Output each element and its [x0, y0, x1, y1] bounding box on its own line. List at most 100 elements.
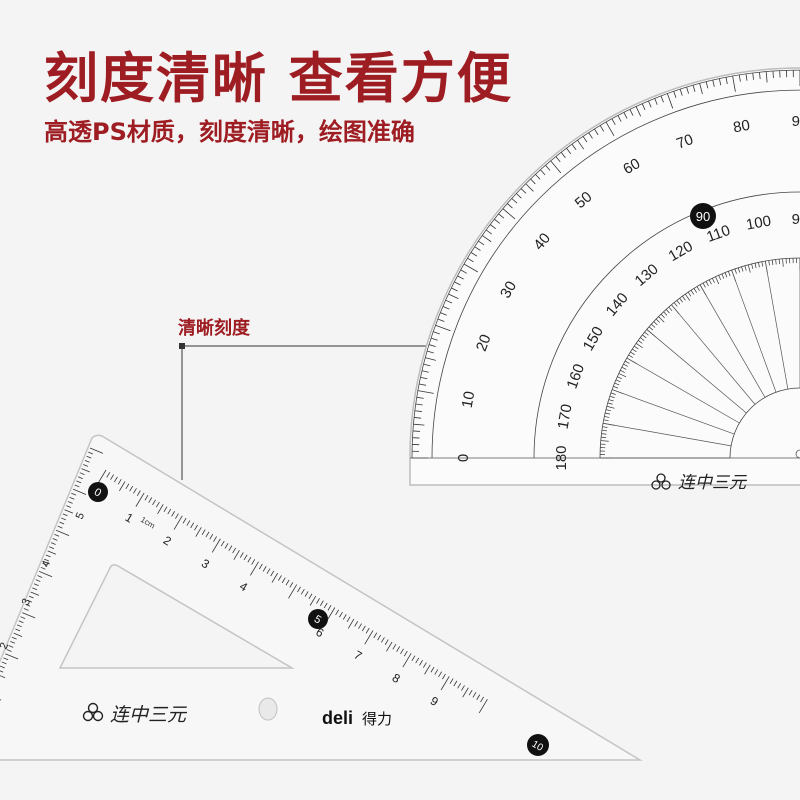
protractor-inner-tick	[768, 260, 770, 266]
triangle-edge-tick	[110, 474, 114, 480]
triangle-left-tick	[54, 534, 60, 537]
triangle-left-tick	[0, 665, 5, 669]
protractor-outer-tick	[759, 72, 761, 80]
protractor-outer-tick	[426, 350, 434, 354]
triangle-edge-tick	[114, 476, 118, 483]
protractor-inner-tick	[708, 279, 712, 285]
triangle-edge-tick	[323, 602, 328, 609]
protractor-outer-tick	[478, 240, 485, 246]
triangle-marker-0: 0	[88, 482, 108, 502]
triangle-body	[0, 434, 643, 761]
triangle-left-tick	[86, 455, 92, 459]
triangle-left-tick	[6, 649, 12, 652]
protractor-outer-tick	[660, 95, 664, 103]
triangle-edge-tick	[402, 653, 412, 668]
protractor-inner-tick	[640, 337, 645, 341]
triangle-left-tick	[71, 492, 77, 496]
protractor-outer-tick	[588, 132, 593, 139]
protractor-inner-tick	[600, 440, 609, 442]
protractor-outer-tick	[641, 103, 646, 111]
protractor-inner-tick	[620, 370, 625, 373]
triangle-edge-tick	[438, 671, 443, 678]
protractor-outer-tick	[582, 136, 588, 143]
triangle-edge-tick	[335, 609, 340, 616]
protractor-ray	[731, 269, 777, 393]
protractor-outer-tick	[413, 423, 425, 426]
triangle-left-tick	[32, 587, 38, 591]
protractor-outer-tick	[686, 86, 689, 94]
triangle-edge-tick	[400, 648, 404, 655]
protractor-inner-tick	[724, 272, 728, 278]
triangle-edge-tick	[205, 531, 210, 538]
subline: 高透PS材质，刻度清晰，绘图准确	[44, 118, 415, 146]
protractor-inner-tick	[607, 402, 613, 405]
protractor-inner-label: 170	[555, 403, 576, 431]
protractor-ray	[611, 389, 735, 435]
protractor-outer-tick	[440, 312, 447, 316]
triangle-left-tick	[27, 599, 33, 603]
protractor-outer-tick	[752, 72, 754, 80]
triangle-edge-tick	[175, 513, 179, 519]
triangle-edge-tick	[119, 481, 126, 492]
protractor-outer-tick	[535, 173, 541, 180]
protractor-inner-tick	[605, 412, 611, 415]
triangle-edge-tick	[384, 639, 389, 645]
protractor-outer-tick	[617, 115, 622, 122]
triangle-edge-tick	[365, 627, 370, 634]
protractor-outer-tick	[623, 112, 628, 119]
triangle-left-tick	[77, 476, 83, 480]
protractor-marker-label: 90	[696, 209, 710, 224]
triangle-edge-tick	[327, 605, 332, 611]
protractor-inner-tick	[651, 323, 656, 328]
triangle-edge-tick	[453, 680, 458, 687]
triangle-left-tick	[79, 472, 85, 475]
protractor-inner-tick	[648, 326, 654, 331]
protractor-inner-tick	[617, 376, 623, 380]
triangle-left-tick	[38, 571, 53, 578]
triangle-edge-tick	[434, 669, 439, 675]
triangle-edge-tick	[430, 666, 435, 673]
protractor-ray	[671, 304, 756, 405]
triangle-edge-tick	[415, 657, 420, 664]
triangle-edge-tick	[316, 598, 320, 604]
triangle-marker-10: 10	[527, 734, 549, 756]
triangle-left-tick	[45, 554, 51, 558]
svg-text:5: 5	[312, 613, 323, 626]
triangle-edge-tick	[297, 586, 301, 593]
triangle-edge-tick	[117, 478, 122, 485]
triangle-edge-tick	[209, 533, 214, 540]
protractor-outer-tick	[451, 287, 458, 292]
triangle-left-tick	[49, 546, 55, 550]
protractor-inner-tick	[687, 291, 692, 297]
protractor-rays	[410, 69, 800, 459]
protractor-inner-tick	[653, 321, 658, 326]
protractor-outer-tick	[425, 357, 436, 361]
protractor-outer-tick	[718, 78, 722, 86]
triangle-left-tick	[76, 480, 82, 484]
protractor-inner-tick	[623, 363, 628, 367]
protractor-inner-tick	[734, 268, 737, 274]
protractor-outer-tick	[428, 344, 436, 347]
protractor-inner-tick	[744, 265, 747, 271]
triangle-edge-tick	[163, 506, 168, 513]
protractor-inner-tick	[658, 316, 665, 323]
triangle-edge-tick	[213, 536, 217, 542]
triangle-edge-tick	[468, 689, 473, 696]
protractor-inner-tick	[663, 311, 668, 316]
triangle-edge-tick	[106, 472, 111, 478]
protractor-outer-tick	[515, 193, 522, 199]
protractor-inner-tick	[693, 288, 697, 293]
protractor-outer-tick	[474, 246, 481, 251]
triangle-left-tick	[55, 529, 70, 536]
triangle-edge-tick	[157, 504, 164, 515]
triangle-edge-tick	[281, 577, 286, 584]
triangle-left-tick	[23, 608, 29, 611]
protractor-outer-tick	[494, 218, 501, 224]
protractor-outer-label: 30	[497, 278, 520, 301]
triangle-edge-tick	[233, 550, 240, 560]
callout-leader	[179, 343, 450, 480]
triangle-edge-tick	[262, 566, 267, 572]
triangle-edge-tick	[346, 616, 351, 623]
protractor-outer-label: 90	[792, 113, 800, 130]
protractor-inner-label: 180	[553, 445, 570, 470]
